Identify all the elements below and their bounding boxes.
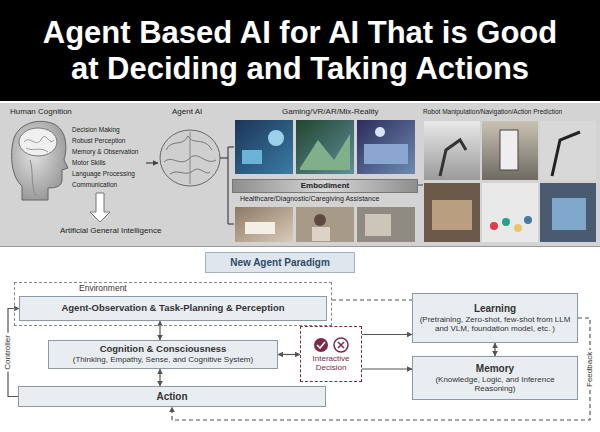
node-heading: Interactive Decision xyxy=(303,354,359,372)
skill-label: Language Processing xyxy=(72,170,135,177)
node-heading: Agent-Observation & Task-Planning & Perc… xyxy=(61,303,284,314)
human-head xyxy=(12,121,68,200)
process-box: Action xyxy=(18,386,326,407)
picture-caption: Gaming/VR/AR/Mix-Reality xyxy=(282,107,378,116)
process-box: Cognition & Consciousness(Thinking, Empa… xyxy=(48,340,278,369)
picture-caption: Healthcare/Diagnostic/Caregiving Assista… xyxy=(240,195,379,203)
robot-images xyxy=(424,121,596,242)
decision-box: Interactive Decision xyxy=(300,326,362,382)
agi-arrow xyxy=(90,193,110,222)
embodiment-tick xyxy=(418,185,423,186)
edge-label: Controller xyxy=(3,333,12,372)
node-heading: Learning xyxy=(474,303,516,315)
healthcare-images xyxy=(235,207,415,242)
decision-icon xyxy=(311,336,351,354)
node-heading: Action xyxy=(156,391,187,403)
node-body: (Pretraining, Zero-shot, few-shot from L… xyxy=(419,315,571,333)
node-heading: Embodiment xyxy=(301,181,349,190)
connector xyxy=(159,321,160,340)
picture-caption: Artificial General Intelligence xyxy=(60,226,161,235)
skill-label: Robust Perception xyxy=(72,137,125,144)
title-text: Agent Based AI for AI That is Good at De… xyxy=(30,15,570,86)
process-box: Agent-Observation & Task-Planning & Perc… xyxy=(19,296,327,321)
node-heading: Environment xyxy=(79,284,127,294)
connector xyxy=(159,369,160,386)
connector xyxy=(278,354,300,355)
skill-label: Decision Making xyxy=(72,126,120,133)
process-box: Memory(Knowledge, Logic, and Inference R… xyxy=(412,356,578,400)
picture-caption: Robot Manipulation/Navigation/Action Pre… xyxy=(423,108,562,115)
panel-rule xyxy=(0,246,600,247)
connector xyxy=(362,334,412,335)
picture-caption: Agent AI xyxy=(172,107,202,116)
gaming-images xyxy=(235,120,415,174)
edge-label: Feedback xyxy=(586,349,595,388)
connector xyxy=(362,368,412,369)
node-heading: Memory xyxy=(476,363,514,375)
embodiment-band: Embodiment xyxy=(232,179,418,193)
title-banner: Agent Based AI for AI That is Good at De… xyxy=(0,0,600,101)
heading-box: New Agent Paradigm xyxy=(205,252,355,273)
process-box: Learning(Pretraining, Zero-shot, few-sho… xyxy=(412,293,578,343)
illustration-panel xyxy=(0,103,600,246)
skill-label: Communication xyxy=(72,181,117,188)
node-body: (Thinking, Empathy, Sense, and Cognitive… xyxy=(73,355,253,364)
connector xyxy=(332,299,412,300)
node-heading: Cognition & Consciousness xyxy=(100,344,227,355)
node-body: (Knowledge, Logic, and Inference Reasoni… xyxy=(419,375,571,393)
cognition-arrow xyxy=(146,162,158,163)
picture-caption: Human Cognition xyxy=(10,107,72,116)
skill-label: Motor Skills xyxy=(72,159,106,166)
connector xyxy=(494,343,495,356)
skill-label: Memory & Observation xyxy=(72,148,138,155)
agent-brain xyxy=(160,130,220,186)
node-heading: New Agent Paradigm xyxy=(230,257,330,269)
environment-region: EnvironmentAgent-Observation & Task-Plan… xyxy=(14,282,332,326)
